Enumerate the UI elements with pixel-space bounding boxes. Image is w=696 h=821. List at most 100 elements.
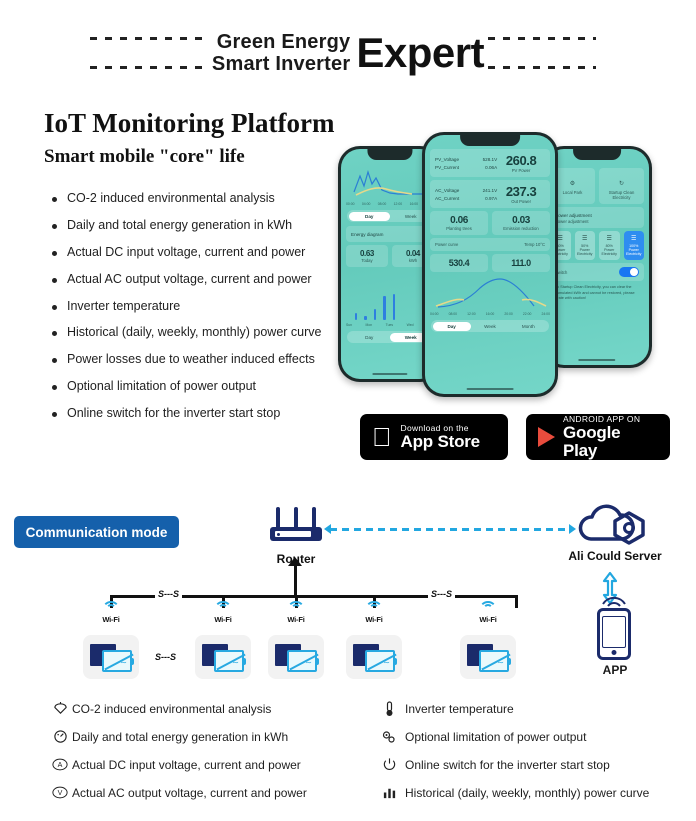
bullet-dot-icon (52, 223, 57, 229)
bar-series (354, 290, 429, 320)
power-tile-80[interactable]: ☰80% Power Electricity (599, 231, 620, 260)
left-stat2-value: 0.04 (406, 249, 420, 258)
left-bottom-tabs[interactable]: Day Week (347, 331, 433, 343)
left-chart-axis: 00:00 04:00 08:00 12:00 16:00 20:00 (346, 202, 434, 206)
center-curve-header: Power curve Temp 10°C (430, 238, 550, 251)
refresh-icon: ↻ (618, 181, 625, 187)
pv-voltage-row: PV_Voltage 528.1V (435, 156, 498, 162)
tab-bottom-week[interactable]: Week (390, 332, 432, 342)
bullet-text: Actual DC input voltage, current and pow… (67, 244, 306, 259)
cloud-server-label: Ali Could Server (568, 549, 662, 563)
bullet-dot-icon (52, 385, 57, 391)
volt-icon: V (48, 785, 72, 800)
wifi-label: Wi-Fi (214, 615, 232, 624)
feature-row: V Actual AC output voltage, current and … (48, 780, 359, 805)
list-item: Actual AC output voltage, current and po… (52, 271, 372, 288)
app-wifi-icon (602, 597, 626, 607)
inverter-switch-toggle[interactable] (619, 267, 639, 277)
header-line-1: Green Energy (216, 30, 351, 53)
tab-month[interactable]: Month (521, 323, 535, 329)
feature-text: Actual AC output voltage, current and po… (72, 785, 307, 800)
curve-value-2: 111.0 (492, 254, 550, 272)
apple-logo-icon:  (372, 424, 392, 450)
header-expert-word: Expert (356, 29, 485, 77)
feature-text: Daily and total energy generation in kWh (72, 729, 289, 744)
phone-notch (573, 149, 621, 160)
power-tile-100[interactable]: ☰100% Power Electricity (623, 231, 644, 260)
power-tile-50[interactable]: ☰50% Power Electricity (574, 231, 595, 260)
bars-icon: ☰ (582, 236, 588, 242)
tile1-value: 0.06 (450, 215, 468, 226)
app-phone-icon (597, 608, 631, 660)
wifi-icon-lower (449, 624, 527, 640)
wifi-label: Wi-Fi (287, 615, 305, 624)
curve-value-1: 530.4 (430, 254, 488, 272)
header-line-2: Smart Inverter (211, 53, 351, 75)
feature-text: Optional limitation of power output (405, 729, 587, 744)
router-cloud-link (330, 528, 570, 531)
right-switch-card: Switch (550, 263, 644, 281)
app-label: APP (602, 663, 628, 677)
bullet-text: Online switch for the inverter start sto… (67, 406, 281, 420)
power-adjust-label: Power adjustment (555, 212, 592, 218)
right-power-adjust-header: Power adjustment Power adjustment (550, 207, 644, 228)
phone-mockups: Power curve 00:00 04:00 08:00 12:00 16:0… (330, 132, 680, 397)
inverter-node: Wi-Fi ∼ (72, 601, 150, 679)
google-play-button[interactable]: ANDROID APP ON Google Play (526, 414, 670, 460)
bullet-text: Inverter temperature (67, 298, 181, 313)
feature-row: CO-2 induced environmental analysis (48, 696, 359, 721)
wifi-label: Wi-Fi (479, 615, 497, 624)
feature-row: A Actual DC input voltage, current and p… (48, 752, 359, 777)
list-item: Power losses due to weather induced effe… (52, 351, 372, 368)
inverter-node: Wi-Fi ∼ (335, 601, 413, 679)
inverter-node: Wi-Fi ∼ (449, 601, 527, 679)
power-adjust-sub: Power adjustment (555, 219, 589, 224)
app-store-small-text: Download on the (381, 422, 469, 433)
pv-current-row: PV_Current 0.06A (435, 164, 498, 170)
dash-arrow-right-icon (569, 524, 576, 534)
phone-mockup-right: Inverter settings ⚙ Local Park ↻ Startup… (542, 146, 652, 368)
bars-icon: ☰ (557, 236, 563, 242)
bus-line (110, 595, 518, 598)
cloud-server-icon (575, 503, 651, 547)
action-startup-clean[interactable]: ↻ Startup Clean Electricity (599, 168, 644, 204)
tab-day[interactable]: Day (348, 211, 390, 221)
gap-marker: S---S (428, 589, 455, 599)
leaf-icon (48, 701, 72, 716)
bars-icon: ☰ (606, 236, 612, 242)
app-store-button[interactable]:  Download on the App Store (360, 414, 508, 460)
tab-week[interactable]: Week (484, 323, 496, 329)
home-indicator (578, 358, 616, 361)
google-play-big-text: Google Play (563, 422, 621, 460)
left-stat-today: 0.63 Today (346, 245, 388, 267)
power-icon (377, 757, 401, 772)
center-power-curve-chart: 04:00 08:00 12:00 16:00 20:00 22:00 24:0… (430, 276, 550, 316)
header-title-group: Green Energy Smart Inverter Expert (208, 31, 488, 76)
header-dashes-right (488, 33, 606, 73)
google-play-logo-icon (538, 427, 555, 447)
tile2-caption: Emission reduction (503, 226, 539, 231)
left-day-week-tabs[interactable]: Day Week (347, 210, 433, 222)
tab-day[interactable]: Day (432, 321, 471, 331)
center-bottom-tabs[interactable]: Day Week Month (431, 320, 549, 332)
tile1-caption: Planting trees (446, 226, 472, 231)
right-power-tiles: ☰30% Power Electricity ☰50% Power Electr… (550, 231, 644, 260)
tab-week[interactable]: Week (404, 213, 417, 219)
tab-bottom-day[interactable]: Day (365, 334, 374, 340)
feature-column-right: Inverter temperature Optional limitation… (377, 696, 688, 808)
phone-notch (460, 135, 520, 146)
feature-row: Online switch for the inverter start sto… (377, 752, 688, 777)
inverter-device-icon: ∼ (460, 635, 516, 679)
bar-chart-icon (377, 785, 401, 800)
bullet-text: Actual AC output voltage, current and po… (67, 271, 312, 286)
bullet-text: Optional limitation of power output (67, 379, 256, 394)
center-chart-axis: 04:00 08:00 12:00 16:00 20:00 22:00 24:0… (430, 312, 550, 316)
wifi-icon-lower (184, 624, 262, 640)
out-power-caption: Out Power (511, 199, 531, 204)
tile2-value: 0.03 (512, 215, 530, 226)
left-stat1-value: 0.63 (360, 249, 374, 258)
home-indicator (466, 387, 514, 390)
left-energy-bar-chart: Sun Mon Tues Wed Thur (346, 271, 434, 327)
bus-riser (294, 565, 297, 597)
curve-title: Power curve (435, 242, 459, 247)
